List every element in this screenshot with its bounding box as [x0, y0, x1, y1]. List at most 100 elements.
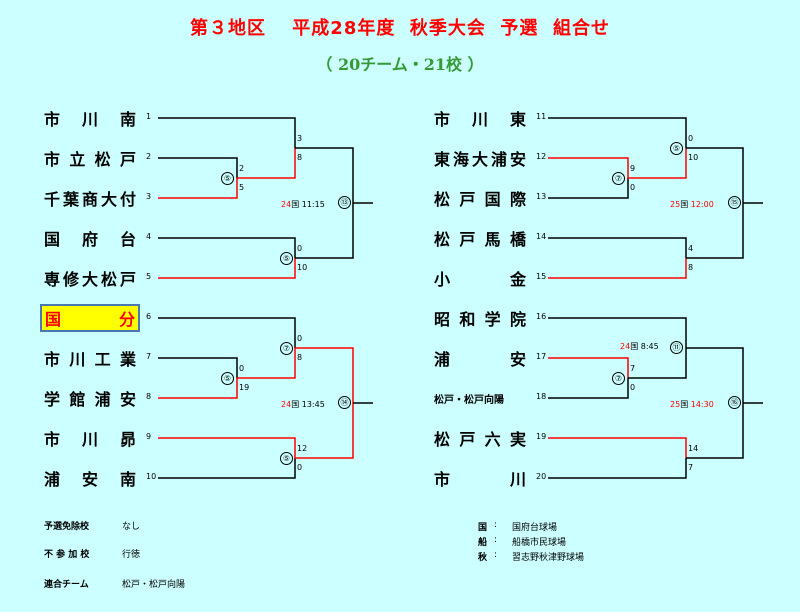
team-name: 松戸六実 [434, 430, 526, 449]
line-r13 [548, 178, 629, 199]
team-name: 昭和学院 [434, 310, 526, 329]
line-l13a [295, 147, 354, 203]
line-l14a [295, 347, 354, 403]
line-r1213w [628, 148, 687, 179]
line-l8 [158, 378, 238, 399]
team-seed: 17 [536, 352, 547, 361]
team-name: 浦安南 [44, 470, 136, 489]
team-seed: 14 [536, 232, 547, 241]
line-r15b [686, 203, 744, 259]
match-number: ⑦ [612, 372, 625, 385]
team-name: 市立松戸 [44, 150, 136, 169]
score: 8 [688, 263, 694, 272]
match-number: ⑤ [280, 252, 293, 265]
line-l78w [237, 348, 296, 379]
match-number: ⑦ [280, 342, 293, 355]
line-l7 [158, 357, 238, 378]
team-seed: 15 [536, 272, 547, 281]
line-r16b [686, 403, 744, 459]
team-name: 浦 安 [434, 350, 526, 369]
team-name: 千葉商大付 [44, 190, 136, 209]
team-name: 小 金 [434, 270, 526, 289]
page-title: 第３地区 平成28年度 秋季大会 予選 組合せ [190, 18, 610, 39]
line-r12 [548, 157, 629, 178]
score: 8 [297, 153, 303, 162]
match-number: ⑤ [221, 172, 234, 185]
line-l13b [295, 203, 354, 259]
line-r16a [686, 347, 744, 403]
score: 3 [297, 134, 303, 143]
match-number: ⑤ [670, 142, 683, 155]
line-r16 [548, 317, 687, 348]
team-seed: 12 [536, 152, 547, 161]
team-seed: 13 [536, 192, 547, 201]
legend-key: 国 [478, 523, 488, 533]
line-r14 [548, 237, 687, 258]
line-l9 [158, 437, 296, 458]
team-name: 松戸・松戸向陽 [434, 394, 504, 406]
team-seed: 6 [146, 312, 152, 321]
match-number: ⑤ [221, 372, 234, 385]
score: 0 [297, 463, 303, 472]
score: 0 [297, 334, 303, 343]
score: 10 [297, 263, 308, 272]
team-name: 市川工業 [44, 350, 136, 369]
team-name: 市 川 [434, 470, 526, 489]
match-number: ⑯ [728, 396, 741, 409]
line-l6 [158, 317, 296, 348]
team-seed: 5 [146, 272, 152, 281]
match-number: ⑬ [338, 196, 351, 209]
legend-key: 船 [478, 538, 488, 548]
team-seed: 11 [536, 112, 547, 121]
legend-value: 習志野秋津野球場 [512, 553, 585, 563]
line-l4 [158, 237, 296, 258]
score: 5 [239, 183, 245, 192]
team-seed: 19 [536, 432, 547, 441]
score: 0 [688, 134, 694, 143]
score: 7 [688, 463, 694, 472]
team-name: 国 分 [40, 304, 140, 332]
match-time: 25国 14:30 [670, 400, 714, 409]
line-r15a [686, 147, 744, 203]
score: 4 [688, 244, 694, 253]
note-label: 不 参 加 校 [44, 550, 90, 560]
score: 0 [239, 364, 245, 373]
team-seed: 10 [146, 472, 157, 481]
team-name: 市川南 [44, 110, 136, 129]
score: 7 [630, 364, 636, 373]
match-time: 24国 13:45 [281, 400, 325, 409]
team-name: 市川東 [434, 110, 526, 129]
legend-sep: : [494, 535, 498, 545]
team-seed: 9 [146, 432, 152, 441]
team-seed: 16 [536, 312, 547, 321]
legend-sep: : [494, 550, 498, 560]
line-r17 [548, 357, 629, 378]
note-value: 行徳 [122, 550, 141, 560]
line-r20 [548, 458, 687, 479]
line-l23w [237, 148, 296, 179]
line-l3 [158, 178, 238, 199]
match-time: 25国 12:00 [670, 200, 714, 209]
team-name: 学館浦安 [44, 390, 136, 409]
score: 19 [239, 383, 250, 392]
team-seed: 20 [536, 472, 547, 481]
team-seed: 8 [146, 392, 152, 401]
match-number: ⑮ [728, 196, 741, 209]
score: 9 [630, 164, 636, 173]
score: 10 [688, 153, 699, 162]
team-seed: 3 [146, 192, 152, 201]
score: 14 [688, 444, 699, 453]
line-r18 [548, 378, 629, 399]
legend-sep: : [494, 520, 498, 530]
team-name: 松戸馬橋 [434, 230, 526, 249]
match-time: 24国 11:15 [281, 200, 325, 209]
line-r11 [548, 117, 687, 148]
line-r1718w [628, 348, 687, 379]
team-seed: 18 [536, 392, 547, 401]
match-time: 24国 8:45 [620, 342, 659, 351]
line-r15 [548, 258, 687, 279]
line-l10 [158, 458, 296, 479]
note-value: なし [122, 522, 141, 532]
team-seed: 7 [146, 352, 152, 361]
